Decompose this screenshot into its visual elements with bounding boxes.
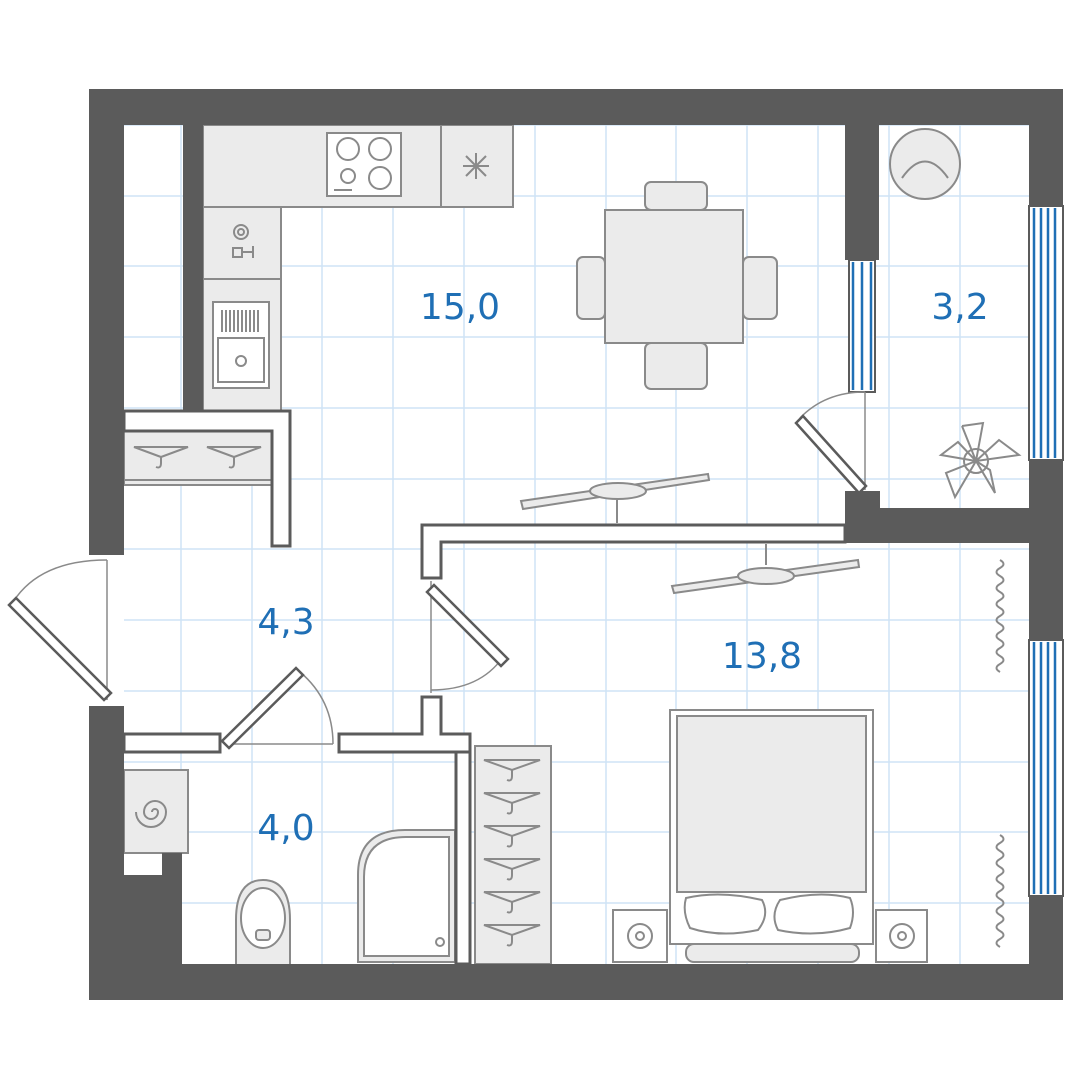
fridge-icon <box>463 153 489 179</box>
bed-icon <box>669 709 874 963</box>
wardrobe-icon <box>474 745 552 965</box>
entrance-door <box>7 559 113 702</box>
hanger-icon <box>206 446 262 469</box>
hanger-icon <box>483 759 541 782</box>
hanger-icon <box>483 792 541 815</box>
window-bedroom <box>1028 639 1064 897</box>
balcony-door <box>794 391 868 495</box>
hob-icon <box>326 132 402 197</box>
radiator-icon <box>995 559 1005 673</box>
window-balcony <box>1028 205 1064 461</box>
nightstand-icon <box>875 909 928 963</box>
toilet-icon <box>235 878 291 969</box>
area-label-balcony: 3,2 <box>931 287 988 328</box>
dishwasher-icon <box>232 224 254 258</box>
area-label-bedroom: 13,8 <box>722 636 802 677</box>
window-balcony-door <box>848 259 876 393</box>
area-label-hallway: 4,3 <box>257 602 314 643</box>
armchair-icon <box>889 128 961 200</box>
sink-icon <box>212 301 270 389</box>
ceiling-fan-icon <box>519 472 711 523</box>
ceiling-fan-icon <box>670 544 861 595</box>
hanger-icon <box>133 446 262 469</box>
hall-wardrobe <box>123 430 273 486</box>
washing-machine-icon <box>123 769 189 854</box>
hanger-icon <box>483 891 541 914</box>
walls <box>89 89 1063 1000</box>
hanger-icon <box>483 858 541 881</box>
bedroom-door <box>425 581 510 693</box>
bathroom-door <box>220 666 334 750</box>
hanger-icon <box>483 825 541 848</box>
hanger-icon <box>133 446 189 469</box>
dining-table-icon <box>576 181 778 390</box>
plant-icon <box>938 421 1022 500</box>
area-label-bathroom: 4,0 <box>257 808 314 849</box>
radiator-icon <box>995 834 1005 948</box>
hanger-icon <box>483 759 541 947</box>
hanger-icon <box>483 924 541 947</box>
nightstand-icon <box>612 909 668 963</box>
partitions <box>122 409 847 966</box>
shower-icon <box>357 829 456 963</box>
area-label-kitchen-living: 15,0 <box>420 287 500 328</box>
